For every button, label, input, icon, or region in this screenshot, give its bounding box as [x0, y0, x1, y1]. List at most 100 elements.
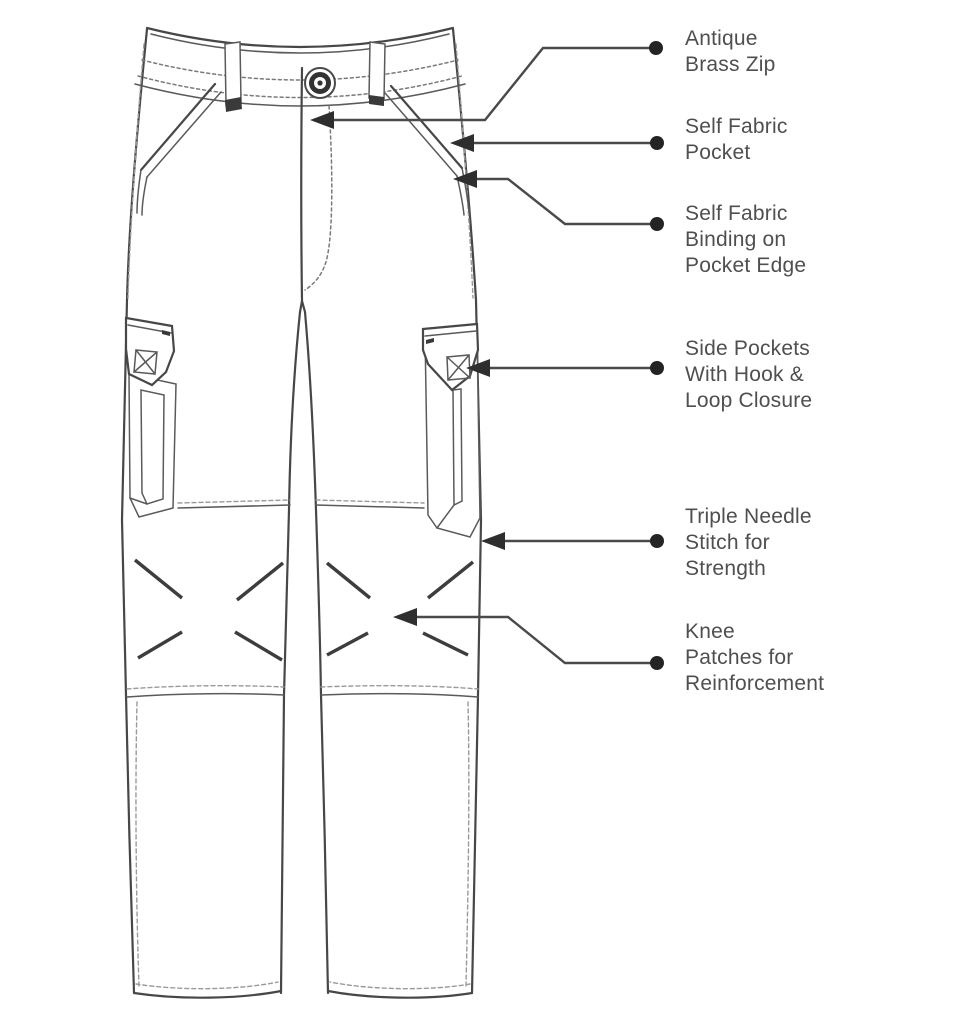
- fly-front: [300, 66, 333, 303]
- label-triple-needle-stitch: Triple Needle Stitch for Strength: [685, 505, 812, 580]
- slant-pocket-right-inner: [384, 92, 458, 177]
- dot-triple-needle-stitch: [650, 534, 664, 548]
- left-thigh-seam: [177, 504, 291, 509]
- callout-self-fabric-pocket: [450, 134, 664, 152]
- slant-pocket-right: [384, 84, 470, 216]
- leader-line-self-fabric-binding: [473, 177, 657, 226]
- below-knee-seams: [126, 684, 479, 698]
- fly-j-stitch: [304, 105, 333, 291]
- button-center: [317, 80, 323, 86]
- waistband: [134, 26, 466, 107]
- dot-side-pockets: [650, 361, 664, 375]
- belt-loop-left-cap: [225, 97, 242, 112]
- waistband-bottom-edge: [134, 83, 466, 107]
- cargo-right-flap-stitch: [424, 330, 477, 337]
- right-leg-seam-stitch: [465, 701, 470, 987]
- hook-loop-patch-right: [446, 354, 471, 381]
- slant-pocket-left-bag-a: [136, 169, 142, 214]
- label-self-fabric-pocket: Self Fabric Pocket: [685, 115, 788, 164]
- hook-loop-patch-left: [133, 349, 158, 375]
- knee-left-x-tl: [133, 558, 184, 600]
- label-self-fabric-binding: Self Fabric Binding on Pocket Edge: [685, 202, 807, 277]
- knee-right-x-br: [422, 631, 469, 657]
- patch-right-diag-b: [447, 354, 470, 381]
- right-hem-stitch: [329, 981, 471, 990]
- right-hip-seam-stitch: [455, 43, 474, 299]
- label-knee-patches: Knee Patches for Reinforcement: [685, 620, 825, 695]
- callout-triple-needle-stitch: [481, 532, 664, 550]
- crotch-notch: [298, 300, 307, 314]
- left-knee-seam-stitch: [126, 684, 285, 690]
- cargo-left-bellow-fold: [129, 497, 148, 505]
- belt-loop-right-cap: [369, 95, 384, 106]
- right-thigh-seam-stitch: [315, 499, 425, 504]
- left-outer-seam: [120, 27, 149, 995]
- waist-top-edge: [145, 26, 455, 49]
- arrowhead-self-fabric-binding: [453, 170, 477, 188]
- fly-center-line: [300, 66, 304, 303]
- knee-patch-right: [325, 560, 475, 657]
- dot-self-fabric-pocket: [650, 136, 664, 150]
- callout-antique-brass-zip: [310, 41, 663, 129]
- belt-loop-right-body: [368, 41, 386, 101]
- belt-loop-left: [224, 41, 242, 112]
- waist-top-inner-edge: [150, 33, 450, 54]
- waist-button: [304, 67, 336, 99]
- right-knee-seam: [320, 692, 479, 698]
- belt-loop-right: [368, 41, 386, 106]
- knee-left-x-br: [234, 630, 283, 662]
- cargo-pocket-right: [421, 322, 481, 538]
- right-thigh-seam: [315, 504, 425, 509]
- thigh-seams: [177, 499, 425, 509]
- cargo-right-bellow-fold: [436, 504, 455, 529]
- left-thigh-seam-stitch: [177, 499, 291, 504]
- left-hem-stitch: [135, 981, 279, 990]
- dot-self-fabric-binding: [650, 217, 664, 231]
- right-hem: [326, 989, 474, 999]
- callout-knee-patches: [393, 608, 664, 670]
- arrowhead-self-fabric-pocket: [450, 134, 474, 152]
- left-hip-seam-stitch: [127, 43, 145, 299]
- callout-side-pockets: [466, 359, 664, 377]
- knee-right-x-bl: [326, 631, 369, 657]
- slant-pocket-left: [136, 82, 222, 216]
- dot-knee-patches: [650, 656, 664, 670]
- left-knee-seam: [126, 692, 285, 698]
- slant-pocket-left-bag-b: [141, 176, 148, 216]
- belt-loop-left-body: [224, 41, 242, 106]
- slant-pocket-right-bag-a: [461, 167, 470, 213]
- knee-left-x-tr: [235, 561, 285, 602]
- right-knee-seam-stitch: [320, 684, 479, 690]
- cargo-pocket-left: [124, 316, 177, 518]
- label-antique-brass-zip: Antique Brass Zip: [685, 27, 776, 76]
- waistband-stitch-lower: [137, 75, 463, 99]
- left-leg-seam-stitch: [135, 701, 140, 987]
- cargo-left-body: [128, 373, 177, 518]
- slant-pocket-right-outer: [389, 84, 464, 170]
- cargo-right-flap-corner-mark: [426, 338, 434, 344]
- arrowhead-knee-patches: [393, 608, 417, 626]
- slant-pocket-left-outer: [139, 82, 217, 172]
- callout-self-fabric-binding: [453, 170, 664, 231]
- slant-pocket-left-inner: [146, 91, 222, 178]
- right-inseam: [303, 310, 330, 995]
- leader-line-antique-brass-zip: [330, 46, 656, 122]
- label-side-pockets: Side Pockets With Hook & Loop Closure: [685, 337, 813, 412]
- knee-right-x-tr: [426, 560, 475, 600]
- cargo-left-flap-corner-mark: [162, 330, 170, 336]
- dot-antique-brass-zip: [649, 41, 663, 55]
- waistband-stitch-upper: [141, 59, 459, 81]
- leader-line-knee-patches: [413, 615, 657, 665]
- arrowhead-antique-brass-zip: [310, 111, 334, 129]
- cargo-right-inner-panel: [452, 388, 463, 507]
- left-hem: [132, 989, 283, 999]
- arrowhead-side-pockets: [466, 359, 490, 377]
- knee-patch-left: [133, 558, 285, 662]
- arrowhead-triple-needle-stitch: [481, 532, 505, 550]
- patch-left-diag-b: [133, 351, 158, 373]
- cargo-left-inner-panel: [140, 389, 165, 505]
- knee-left-x-bl: [137, 630, 183, 660]
- left-inseam: [279, 310, 302, 995]
